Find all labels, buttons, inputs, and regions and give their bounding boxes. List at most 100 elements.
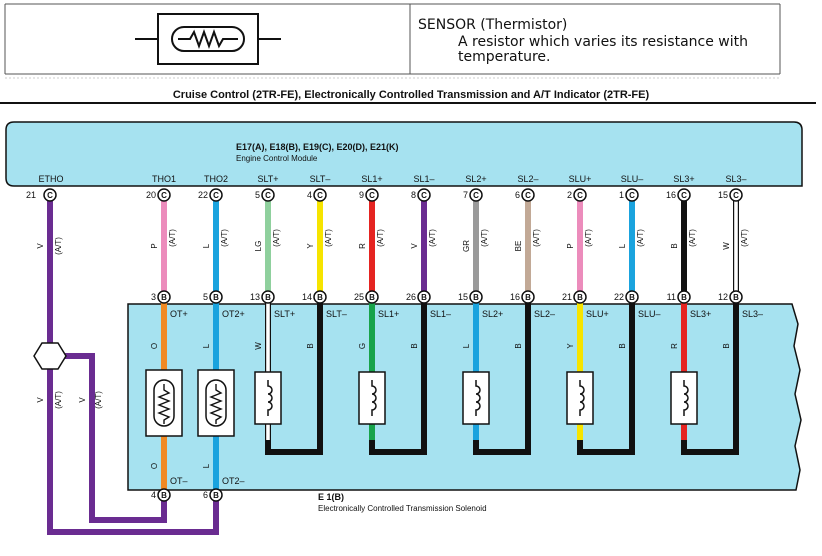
circuit-7-ecm-terminal [469,188,483,202]
circuit-9-upper-code: P [566,243,575,248]
ecm-connectors: E17(A), E18(B), E19(C), E20(D), E21(K) [236,142,399,152]
circuit-1-return-pin: 4 [151,490,156,500]
legend-table: SENSOR (Thermistor) A resistor which var… [4,3,781,79]
etho-circuit: ETHO 21 C V (A/T) V (A/T) V (A/T) [26,174,219,535]
circuit-8-lower-code: B [514,343,523,348]
circuit-5-ecm-terminal [365,188,379,202]
circuit-9-ecm-pin: 2 [567,190,572,200]
circuit-11-ecm-label: SL3+ [673,174,694,184]
circuit-12-sol-terminal [729,290,743,304]
circuit-1-lower-code-2: O [150,463,159,469]
diagram-title: Cruise Control (2TR-FE), Electronically … [173,89,650,101]
circuit-1-lower-code: O [150,343,159,349]
return-wire-SLU+ [577,297,635,455]
circuit-12-ecm-label: SL3– [725,174,746,184]
circuit-12-sol-label: SL3– [742,309,763,319]
circuit-6-lower-code: B [410,343,419,348]
circuit-9-sol-label: SLU+ [586,309,609,319]
circuit-6-upper-note: (A/T) [428,229,437,247]
circuit-7-lower-code: L [462,343,471,348]
circuit-10-ecm-label: SLU– [621,174,644,184]
circuit-4-sol-label: SLT– [326,309,347,319]
circuit-9-sol-pin: 21 [562,292,572,302]
etho-pin: 21 [26,190,36,200]
circuit-10-upper-note: (A/T) [636,229,645,247]
etho-wire-code: V [36,243,45,249]
circuit-4-sol-terminal-letter: B [317,293,323,302]
ecm-name: Engine Control Module [236,154,318,163]
circuit-1-sol-terminal-letter: B [161,293,167,302]
circuit-1-return-terminal-letter: B [161,491,167,500]
circuit-5-sol-pin: 25 [354,292,364,302]
etho-lower-code: V [36,397,45,403]
circuit-8-sol-terminal-letter: B [525,293,531,302]
circuit-12-ecm-pin: 15 [718,190,728,200]
circuit-10-ecm-pin: 1 [619,190,624,200]
circuit-5-sol-terminal-letter: B [369,293,375,302]
circuit-11-ecm-terminal [677,188,691,202]
circuit-4-sol-pin: 14 [302,292,312,302]
return-wire-SL3+ [681,297,739,455]
circuit-5-lower-code: G [358,343,367,349]
circuit-6-sol-label: SL1– [430,309,451,319]
circuit-7-ecm-label: SL2+ [465,174,486,184]
circuit-11-sol-pin: 11 [667,292,676,302]
circuit-12-sol-terminal-letter: B [733,293,739,302]
circuit-3-ecm-pin: 5 [255,190,260,200]
circuit-5-upper-code: R [358,243,367,249]
circuit-11-solenoid-icon [670,371,698,425]
legend-description-1: A resistor which varies its resistance w… [458,34,748,50]
circuit-2-ecm-terminal [209,188,223,202]
circuit-1-ecm-label: THO1 [152,174,176,184]
circuit-2-return-pin: 6 [203,490,208,500]
circuit-6-ecm-label: SL1– [413,174,434,184]
circuit-6-sol-terminal-letter: B [421,293,427,302]
circuit-1-return-label: OT– [170,476,188,486]
circuit-3-solenoid-coil [267,380,273,416]
circuit-5-sol-terminal [365,290,379,304]
circuit-1-sol-terminal [157,290,171,304]
circuit-4-sol-terminal [313,290,327,304]
circuit-12-ecm-terminal [729,188,743,202]
circuit-5-solenoid-icon [358,371,386,425]
legend-description-2: temperature. [458,49,550,65]
circuit-4-ecm-pin: 4 [307,190,312,200]
circuit-6-ecm-terminal [417,188,431,202]
circuit-12-upper-code: W [722,242,731,250]
circuit-12-upper-note: (A/T) [740,229,749,247]
circuit-7-sol-terminal-letter: B [473,293,479,302]
circuit-11-solenoid-coil [683,380,689,416]
circuit-1-thermistor-zigzag [157,384,171,424]
circuit-5-ecm-pin: 9 [359,190,364,200]
circuit-5-ecm-label: SL1+ [361,174,382,184]
circuit-2-sol-terminal-letter: B [213,293,219,302]
circuit-10-lower-code: B [618,343,627,348]
circuit-7-upper-note: (A/T) [480,229,489,247]
circuit-11-ecm-terminal-letter: C [681,191,687,200]
solenoid-connector: E 1(B) [318,492,344,502]
circuit-7-upper-code: GR [462,240,471,252]
circuit-4-lower-code: B [306,343,315,348]
circuit-9-ecm-label: SLU+ [569,174,592,184]
circuit-11-sol-terminal [677,290,691,304]
circuit-8-ecm-label: SL2– [517,174,538,184]
etho-lower-note: (A/T) [54,391,63,409]
circuit-2-ecm-pin: 22 [198,190,208,200]
circuit-2-ecm-terminal-letter: C [213,191,219,200]
circuit-9-sol-terminal [573,290,587,304]
circuit-3-sol-label: SLT+ [274,309,295,319]
circuit-2-return-label: OT2– [222,476,245,486]
circuit-5-ecm-terminal-letter: C [369,191,375,200]
circuit-2-thermistor-zigzag [209,384,223,424]
circuit-11-upper-note: (A/T) [688,229,697,247]
circuit-6-ecm-pin: 8 [411,190,416,200]
circuit-9-upper-note: (A/T) [584,229,593,247]
circuit-2-return-terminal-letter: B [213,491,219,500]
circuit-1-upper-code: P [150,243,159,248]
circuit-12-lower-code: B [722,343,731,348]
circuit-4-ecm-terminal-letter: C [317,191,323,200]
circuit-8-ecm-pin: 6 [515,190,520,200]
circuit-10-sol-label: SLU– [638,309,661,319]
circuit-7-solenoid-coil [475,380,481,416]
circuit-11-upper-code: B [670,243,679,248]
